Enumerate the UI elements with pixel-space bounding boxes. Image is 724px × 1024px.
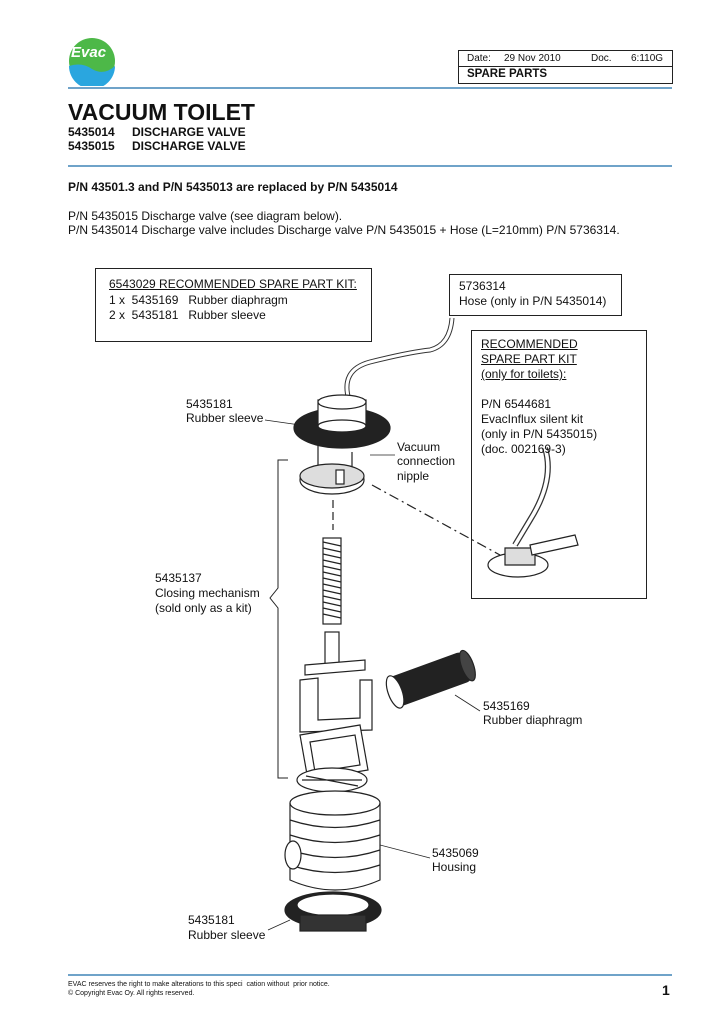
section-label: SPARE PARTS [467, 68, 548, 80]
housing-name: Housing [432, 860, 477, 874]
bottom-sleeve-part-number: 5435181 [188, 913, 235, 927]
toilet-kit-line-1: P/N 6544681 [481, 397, 552, 411]
toilet-kit-line-2: EvacInflux silent kit [481, 412, 584, 426]
body-line-1: P/N 5435015 Discharge valve (see diagram… [68, 209, 343, 223]
toilet-kit-title-2: SPARE PART KIT [481, 352, 577, 366]
doc-label: Doc. [591, 53, 612, 64]
rubber-diaphragm [385, 649, 476, 709]
body-line-2: P/N 5435014 Discharge valve includes Dis… [68, 223, 620, 237]
diaphragm-name: Rubber diaphragm [483, 713, 583, 727]
closing-mechanism [296, 631, 373, 793]
closing-note: (sold only as a kit) [155, 601, 252, 615]
top-rubber-sleeve [293, 394, 391, 449]
connection-nipple-cap [299, 445, 365, 495]
date-label: Date: [467, 53, 491, 64]
footer-disclaimer: EVAC reserves the right to make alterati… [68, 981, 330, 988]
nipple-label-2: connection [397, 454, 456, 468]
top-sleeve-name: Rubber sleeve [186, 411, 264, 425]
subtitle-name-2: DISCHARGE VALVE [132, 139, 246, 153]
page-number: 1 [662, 982, 670, 998]
subtitle-code-2: 5435015 [68, 139, 115, 153]
nipple-label-1: Vacuum [397, 440, 441, 454]
subtitle-code-1: 5435014 [68, 125, 115, 139]
hose-description: Hose (only in P/N 5435014) [459, 294, 607, 308]
footer-divider [68, 974, 672, 976]
bottom-sleeve-name: Rubber sleeve [188, 928, 266, 942]
kit-title: 6543029 RECOMMENDED SPARE PART KIT: [109, 277, 357, 291]
toilet-kit-line-4: (doc. 002169-3) [481, 442, 566, 456]
hose-box: 5736314 Hose (only in P/N 5435014) [449, 274, 622, 316]
evacinflux-kit-sketch [487, 447, 579, 578]
subtitle-name-1: DISCHARGE VALVE [132, 125, 246, 139]
doc-info-box: Date: 29 Nov 2010 Doc. 6:110G SPARE PART… [458, 50, 673, 84]
evac-logo: Evac [68, 36, 116, 86]
closing-mechanism-bracket [269, 459, 288, 779]
bottom-rubber-sleeve [284, 891, 382, 932]
footer-copyright: © Copyright Evac Oy. All rights reserved… [68, 990, 195, 997]
nipple-label-3: nipple [397, 469, 430, 483]
closing-name: Closing mechanism [155, 586, 260, 600]
header-divider [68, 87, 672, 89]
spring [322, 537, 342, 625]
diaphragm-part-number: 5435169 [483, 699, 530, 713]
hose-part-number: 5736314 [459, 279, 506, 293]
kit-item-2: 2 x 5435181 Rubber sleeve [109, 308, 266, 322]
toilet-kit-title-3: (only for toilets): [481, 367, 567, 381]
doc-value: 6:110G [631, 53, 664, 64]
page-title: VACUUM TOILET [68, 99, 255, 125]
toilet-kit-title-1: RECOMMENDED [481, 337, 578, 351]
housing [284, 790, 381, 891]
kit-item-1: 1 x 5435169 Rubber diaphragm [109, 293, 288, 307]
toilet-kit-box: RECOMMENDED SPARE PART KIT (only for toi… [471, 330, 647, 599]
housing-part-number: 5435069 [432, 846, 479, 860]
toilet-kit-line-3: (only in P/N 5435015) [481, 427, 598, 441]
date-value: 29 Nov 2010 [504, 53, 561, 64]
top-sleeve-part-number: 5435181 [186, 397, 233, 411]
spare-part-kit-box: 6543029 RECOMMENDED SPARE PART KIT: 1 x … [95, 268, 372, 342]
title-divider [68, 165, 672, 167]
closing-part-number: 5435137 [155, 571, 202, 585]
replacement-notice: P/N 43501.3 and P/N 5435013 are replaced… [68, 180, 398, 194]
logo-text: Evac [71, 44, 107, 61]
